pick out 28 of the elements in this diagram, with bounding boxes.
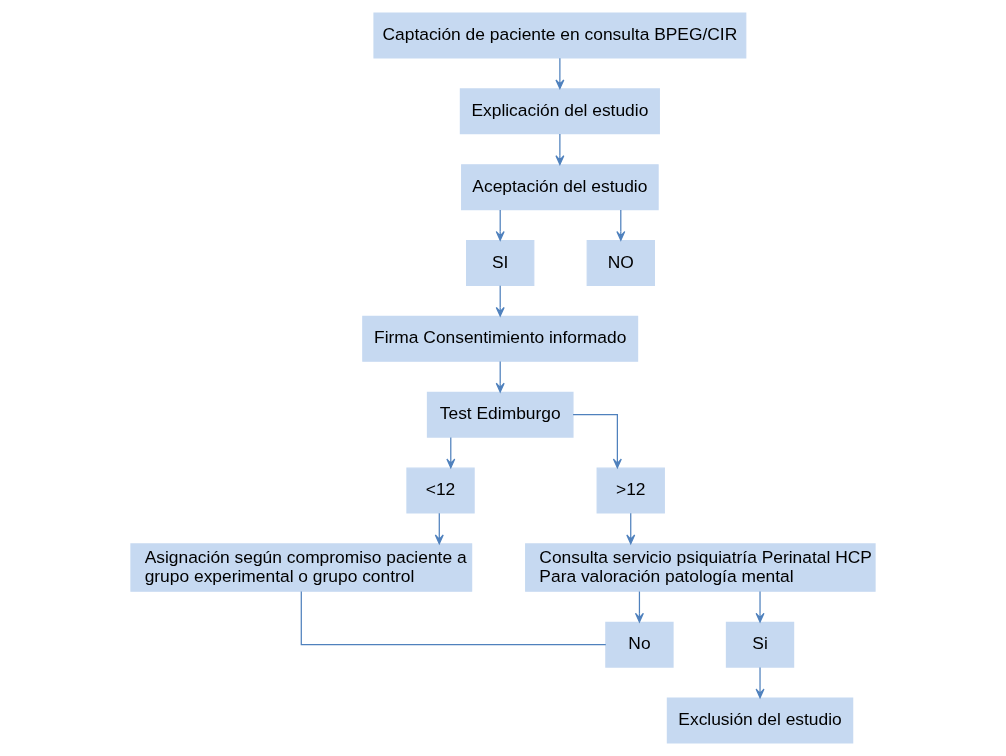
node-box: NO [586, 240, 655, 286]
arrow [495, 360, 505, 393]
node-box: Aceptación del estudio [461, 164, 659, 211]
arrow [555, 133, 565, 166]
node-box: Consulta servicio psiquiatría Perinatal HCP Para valoración patología mental [525, 543, 876, 592]
node-box: >12 [596, 467, 665, 514]
arrow [755, 666, 765, 699]
arrow [495, 285, 505, 317]
node-box: Firma Consentimiento informado [362, 315, 639, 362]
arrow [755, 590, 765, 623]
arrow [446, 436, 456, 469]
node-box: Si [725, 621, 795, 668]
arrow [626, 512, 636, 545]
arrow [572, 414, 622, 469]
node-box: Asignación según compromiso paciente a grupo experimental o grupo control [130, 543, 473, 592]
node-box: No [605, 621, 674, 668]
arrow [495, 209, 505, 241]
node-box: Explicación del estudio [459, 88, 660, 135]
arrow [434, 512, 444, 545]
arrow [555, 57, 565, 90]
node-box: Test Edimburgo [426, 391, 574, 438]
node-box: Exclusión del estudio [666, 697, 854, 744]
node-box: SI [466, 240, 535, 286]
connector [300, 590, 607, 646]
arrow [616, 209, 626, 241]
node-box: Captación de paciente en consulta BPEG/CIR [373, 12, 747, 59]
arrow [634, 590, 644, 623]
node-box: <12 [406, 467, 475, 514]
